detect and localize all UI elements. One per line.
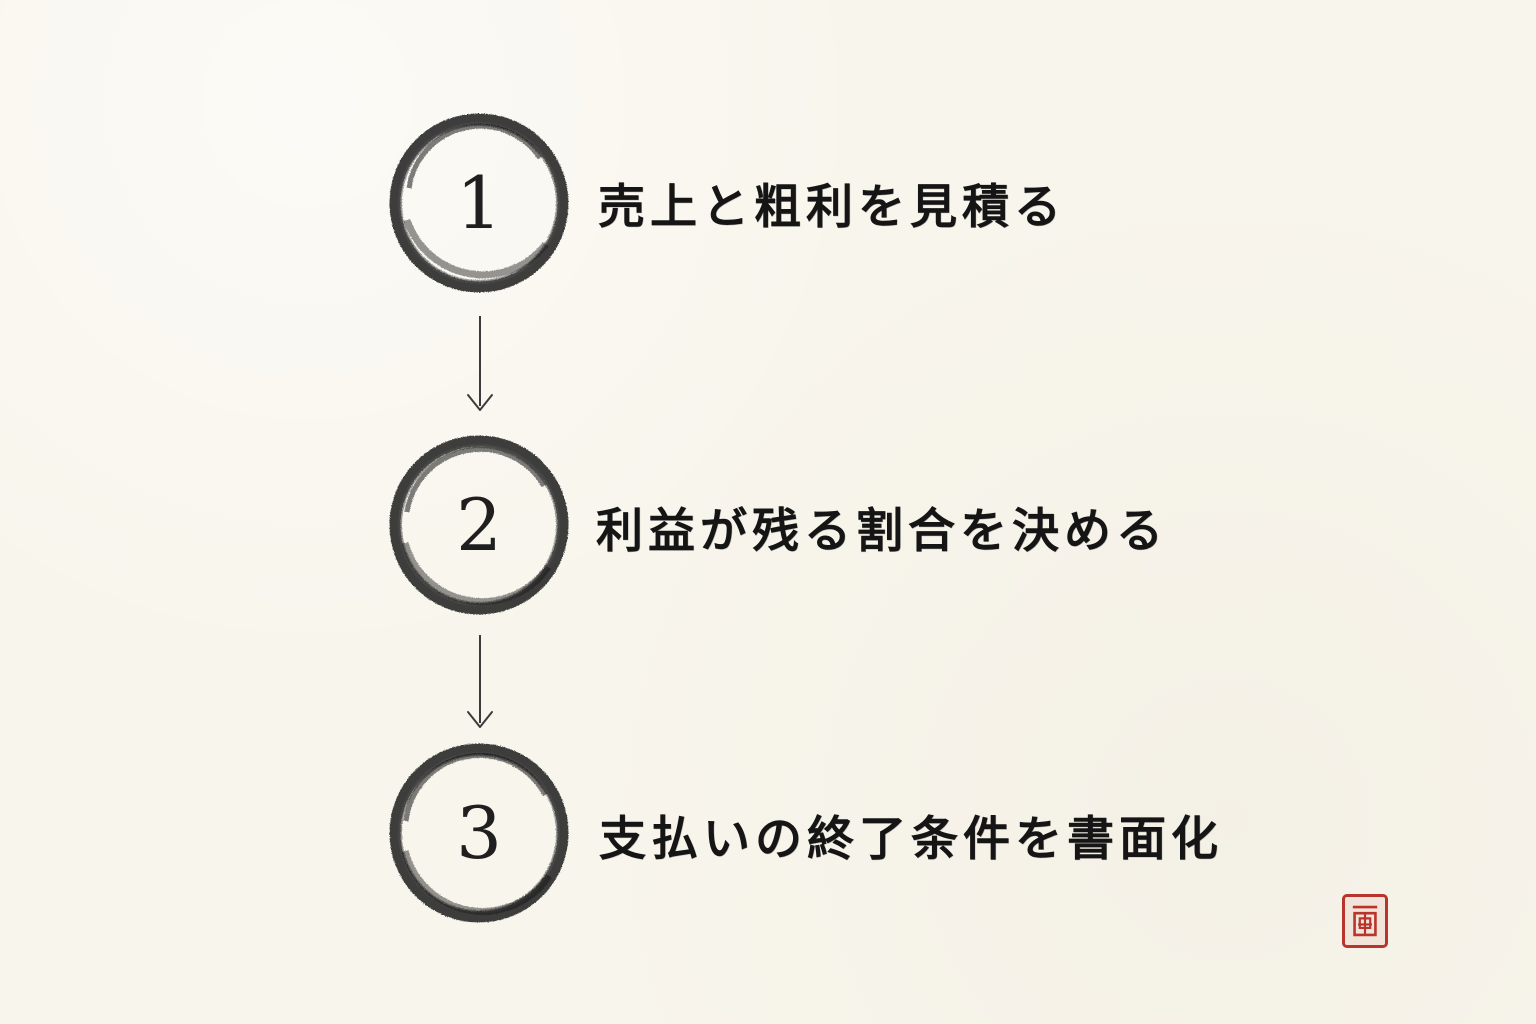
step-1-number: 1	[456, 161, 502, 245]
step-3-number: 3	[456, 791, 502, 875]
down-arrow-icon	[467, 635, 493, 728]
step-1-circle	[389, 113, 569, 293]
step-2-label: 利益が残る割合を決める	[596, 504, 1168, 559]
step-3-circle	[389, 743, 569, 923]
down-arrow-icon	[467, 316, 493, 411]
step-2-circle	[389, 435, 569, 615]
step-3-label: 支払いの終了条件を書面化	[599, 812, 1223, 867]
step-1-label: 売上と粗利を見積る	[598, 180, 1066, 235]
red-hanko-seal-icon	[1342, 894, 1388, 948]
seal-mark	[1352, 905, 1378, 937]
step-2-number: 2	[456, 483, 502, 567]
